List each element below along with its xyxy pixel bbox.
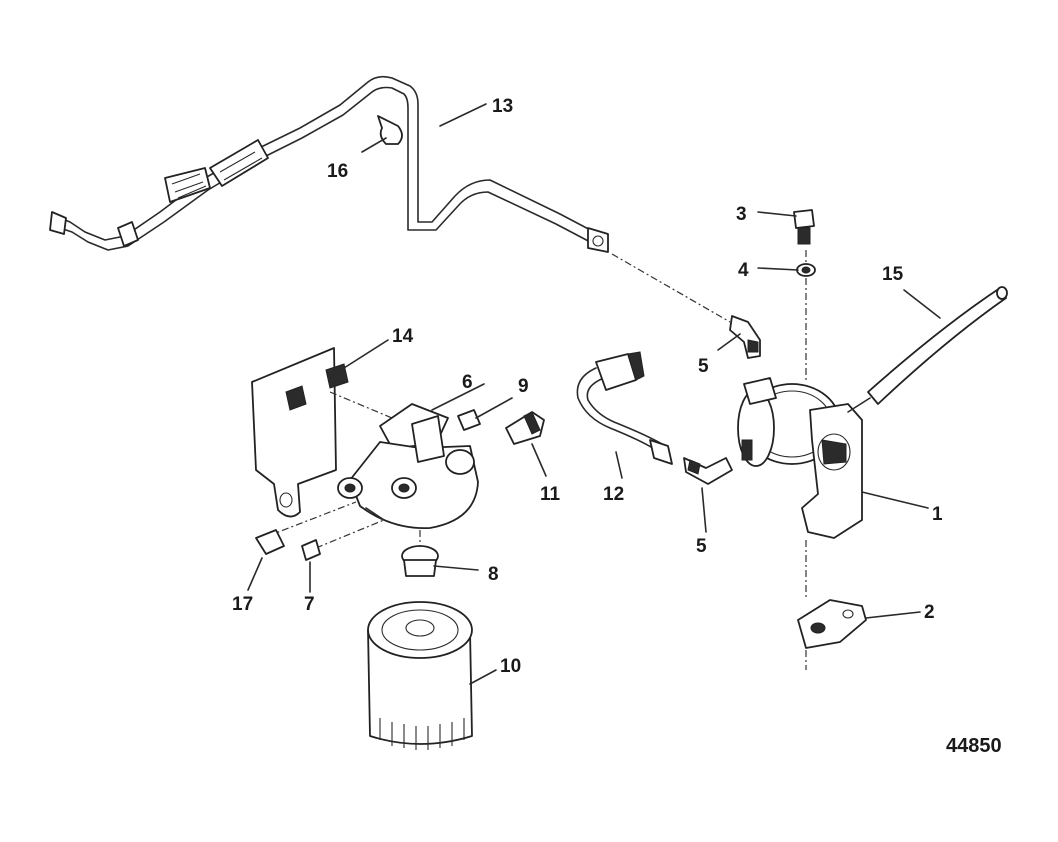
washer-part-4 <box>796 263 816 277</box>
callout-1: 1 <box>932 504 943 525</box>
callout-5-upper: 5 <box>698 356 709 377</box>
hose-part-15 <box>867 286 1008 405</box>
fitting-part-11 <box>505 411 545 445</box>
callout-17: 17 <box>232 594 253 615</box>
bolt-part-3 <box>793 209 815 245</box>
elbow-fitting-part-5-upper <box>729 315 761 359</box>
callout-14: 14 <box>392 326 414 347</box>
callout-7: 7 <box>304 594 315 615</box>
figure-number: 44850 <box>946 735 1002 757</box>
filter-head-part-6 <box>337 403 479 530</box>
clip-part-16 <box>361 115 403 153</box>
callout-13: 13 <box>492 96 513 117</box>
plug-part-17 <box>255 529 285 555</box>
callout-4: 4 <box>738 260 749 281</box>
plug-part-7 <box>301 539 321 561</box>
callout-5-lower: 5 <box>696 536 707 557</box>
callout-6: 6 <box>462 372 473 393</box>
filter-cartridge-part-10 <box>367 601 473 750</box>
gasket-part-2 <box>797 599 867 649</box>
fuel-tube-part-12 <box>576 351 673 465</box>
leader-lines <box>247 103 941 685</box>
callout-3: 3 <box>736 204 747 225</box>
elbow-fitting-part-5-lower <box>683 457 733 485</box>
bracket-part-14 <box>251 347 349 518</box>
callout-2: 2 <box>924 602 935 623</box>
callout-15: 15 <box>882 264 904 285</box>
fuel-pump-part-1 <box>737 377 871 539</box>
callout-11: 11 <box>540 484 561 505</box>
nut-part-9 <box>457 409 481 431</box>
callout-10: 10 <box>500 656 521 677</box>
adapter-nipple-part-8 <box>401 545 439 577</box>
callout-9: 9 <box>518 376 529 397</box>
callout-12: 12 <box>603 484 624 505</box>
callout-8: 8 <box>488 564 499 585</box>
callout-16: 16 <box>327 161 348 182</box>
fuel-line-part-13 <box>49 75 609 253</box>
